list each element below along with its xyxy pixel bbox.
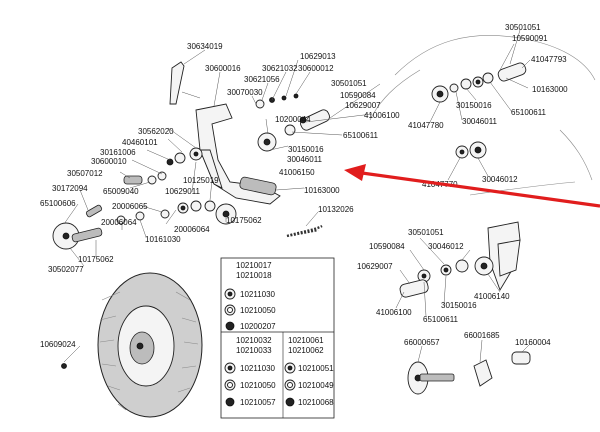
callout-30621032: 30621032 (262, 64, 298, 73)
callout-10175062-b: 10175062 (78, 255, 114, 264)
pt-b2-header-left-0: 10210032 (236, 336, 272, 345)
callout-41006150: 41006150 (279, 168, 315, 177)
callout-10629013: 10629013 (300, 52, 336, 61)
callout-30150016-c: 30150016 (441, 301, 477, 310)
hub-sleeve (511, 351, 531, 365)
callout-10175062-a: 10175062 (226, 216, 262, 225)
wheel (61, 272, 203, 418)
callout-30600012: 30600012 (298, 64, 334, 73)
callout-30046012-a: 30046012 (482, 175, 518, 184)
callout-41047780: 41047780 (408, 121, 444, 130)
callout-30501051-a: 30501051 (331, 79, 367, 88)
machine-outline (369, 35, 596, 196)
callout-10629011: 10629011 (165, 187, 201, 196)
pt-b2-row-right-0: 10210051 (298, 364, 334, 373)
bottom-right-hub (407, 351, 531, 395)
callout-20006064-b: 20006064 (174, 225, 210, 234)
callout-10590084-b: 10590084 (369, 242, 405, 251)
callout-65100611-c: 65100611 (423, 315, 459, 324)
pt-b1-row-2: 10200207 (240, 322, 276, 331)
callout-30507012: 30507012 (67, 169, 103, 178)
callout-65009040: 65009040 (103, 187, 139, 196)
callout-30501051-c: 30501051 (408, 228, 444, 237)
callout-41006140: 41006140 (474, 292, 510, 301)
callout-30600016: 30600016 (205, 64, 241, 73)
callout-65100606: 65100606 (40, 199, 76, 208)
valve-nut (61, 363, 67, 369)
callout-10125019: 10125019 (183, 176, 219, 185)
callout-10629007-b: 10629007 (357, 262, 393, 271)
pt-b2-row-left-2: 10210057 (240, 398, 276, 407)
nut-small (166, 158, 174, 166)
callout-30621056: 30621056 (244, 75, 280, 84)
callout-65100611-a: 65100611 (343, 131, 379, 140)
frame-assembly (52, 61, 330, 250)
red-arrow (344, 164, 600, 208)
shaft-tube (300, 109, 330, 131)
pt-b1-row-0: 10211030 (240, 290, 276, 299)
callout-30150016-a: 30150016 (288, 145, 324, 154)
callout-30150016-b: 30150016 (456, 101, 492, 110)
pt-b1-header-1: 10210018 (236, 271, 272, 280)
callout-41006100-b: 41006100 (376, 308, 412, 317)
pt-b2-header-right-1: 10210062 (288, 346, 324, 355)
callout-20006064-a: 20006064 (101, 218, 137, 227)
pt-b2-row-left-1: 10210050 (240, 381, 276, 390)
callout-30046011-b: 30046011 (462, 117, 498, 126)
callout-10161030: 10161030 (145, 235, 181, 244)
bolt (123, 175, 143, 185)
callout-65100611-b: 65100611 (511, 108, 547, 117)
pt-b2-row-left-0: 10211030 (240, 364, 276, 373)
pt-b1-row-1: 10210050 (240, 306, 276, 315)
shaft-sleeve (239, 176, 277, 196)
callout-10163000-b: 10163000 (532, 85, 568, 94)
callout-30046012-b: 30046012 (428, 242, 464, 251)
parts-table: 10210017 10210018 10211030 10210050 1020… (220, 257, 335, 419)
callout-30600010: 30600010 (91, 157, 127, 166)
leader-lines (63, 29, 531, 363)
pt-b1-header-0: 10210017 (236, 261, 272, 270)
washer (174, 152, 186, 164)
callout-30046011-a: 30046011 (287, 155, 323, 164)
callout-10200044: 10200044 (275, 115, 311, 124)
callout-30501051-b: 30501051 (505, 23, 541, 32)
callout-41047793: 41047793 (531, 55, 567, 64)
callout-10590091: 10590091 (512, 34, 548, 43)
callout-66000657: 66000657 (404, 338, 440, 347)
callout-10629007-a: 10629007 (345, 101, 381, 110)
pt-b2-row-right-1: 10210049 (298, 381, 334, 390)
chain (286, 224, 323, 238)
callout-30172094: 30172094 (52, 184, 88, 193)
callout-30502077: 30502077 (48, 265, 84, 274)
callout-10160004: 10160004 (515, 338, 551, 347)
pt-b2-header-left-1: 10210033 (236, 346, 272, 355)
callout-10163000-a: 10163000 (304, 186, 340, 195)
hub-plate (473, 359, 493, 387)
callout-30562020: 30562020 (138, 127, 174, 136)
callout-10609024: 10609024 (40, 340, 76, 349)
callout-30161006: 30161006 (100, 148, 136, 157)
callout-10590084-a: 10590084 (340, 91, 376, 100)
parts-table-border (220, 257, 335, 419)
lower-right-assembly (399, 221, 521, 298)
callout-20006065: 20006065 (112, 202, 148, 211)
callout-40460101: 40460101 (122, 138, 158, 147)
pt-b2-header-right-0: 10210061 (288, 336, 324, 345)
callout-41006100-a: 41006100 (364, 111, 400, 120)
callout-66001685: 66001685 (464, 331, 500, 340)
pt-b2-row-right-2: 10210068 (298, 398, 334, 407)
callout-10132026: 10132026 (318, 205, 354, 214)
callout-30070030: 30070030 (227, 88, 263, 97)
callout-30634019: 30634019 (187, 42, 223, 51)
